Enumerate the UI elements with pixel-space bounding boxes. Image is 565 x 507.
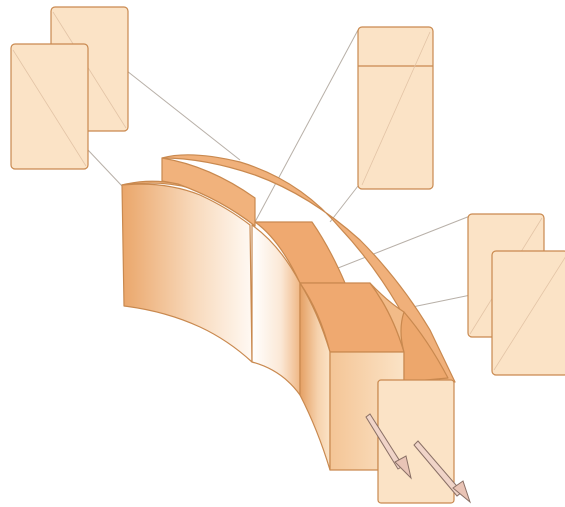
- top-left-panel-pair: [11, 7, 128, 169]
- segment-5-front: [378, 380, 454, 503]
- segmented-arch: [122, 155, 455, 503]
- right-panel-pair: [468, 214, 565, 375]
- top-right-panel: [358, 27, 433, 189]
